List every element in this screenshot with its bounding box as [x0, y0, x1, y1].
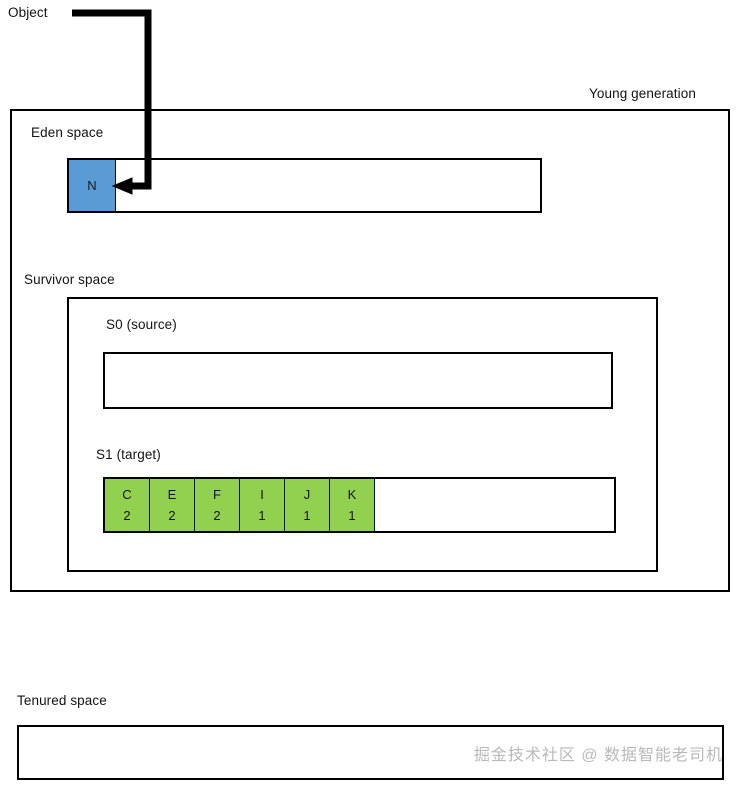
- s1-object-age: 1: [303, 508, 311, 523]
- s1-object-name: E: [167, 487, 177, 502]
- s1-object-name: J: [303, 487, 311, 502]
- eden-space-bar: N: [67, 158, 542, 213]
- s1-object-block: J 1: [285, 479, 330, 531]
- s1-bar: C 2 E 2 F 2 I 1 J 1 K 1: [103, 477, 616, 533]
- eden-object-name: N: [87, 178, 97, 193]
- survivor-space-label: Survivor space: [24, 272, 115, 287]
- s1-object-age: 2: [123, 508, 131, 523]
- tenured-space-label: Tenured space: [17, 693, 107, 708]
- eden-object-block: N: [69, 160, 116, 211]
- s0-bar: [103, 352, 613, 409]
- s1-object-age: 1: [258, 508, 266, 523]
- watermark-text: 掘金技术社区 @ 数据智能老司机: [473, 747, 723, 764]
- eden-free-space: [116, 160, 540, 211]
- s1-object-name: K: [347, 487, 357, 502]
- object-label: Object: [8, 5, 48, 20]
- s1-object-name: I: [260, 487, 264, 502]
- s1-object-block: I 1: [240, 479, 285, 531]
- s1-label: S1 (target): [96, 447, 161, 462]
- young-generation-label: Young generation: [589, 86, 696, 101]
- s1-object-age: 2: [213, 508, 221, 523]
- s1-object-name: C: [122, 487, 132, 502]
- eden-space-label: Eden space: [31, 125, 104, 140]
- s1-object-age: 2: [168, 508, 176, 523]
- s1-object-block: F 2: [195, 479, 240, 531]
- s0-label: S0 (source): [106, 317, 177, 332]
- s1-object-block: C 2: [105, 479, 150, 531]
- s1-object-age: 1: [348, 508, 356, 523]
- tenured-space-bar: [17, 725, 724, 780]
- s1-free-space: [375, 479, 614, 531]
- s1-object-name: F: [213, 487, 221, 502]
- s1-object-block: E 2: [150, 479, 195, 531]
- s1-object-block: K 1: [330, 479, 375, 531]
